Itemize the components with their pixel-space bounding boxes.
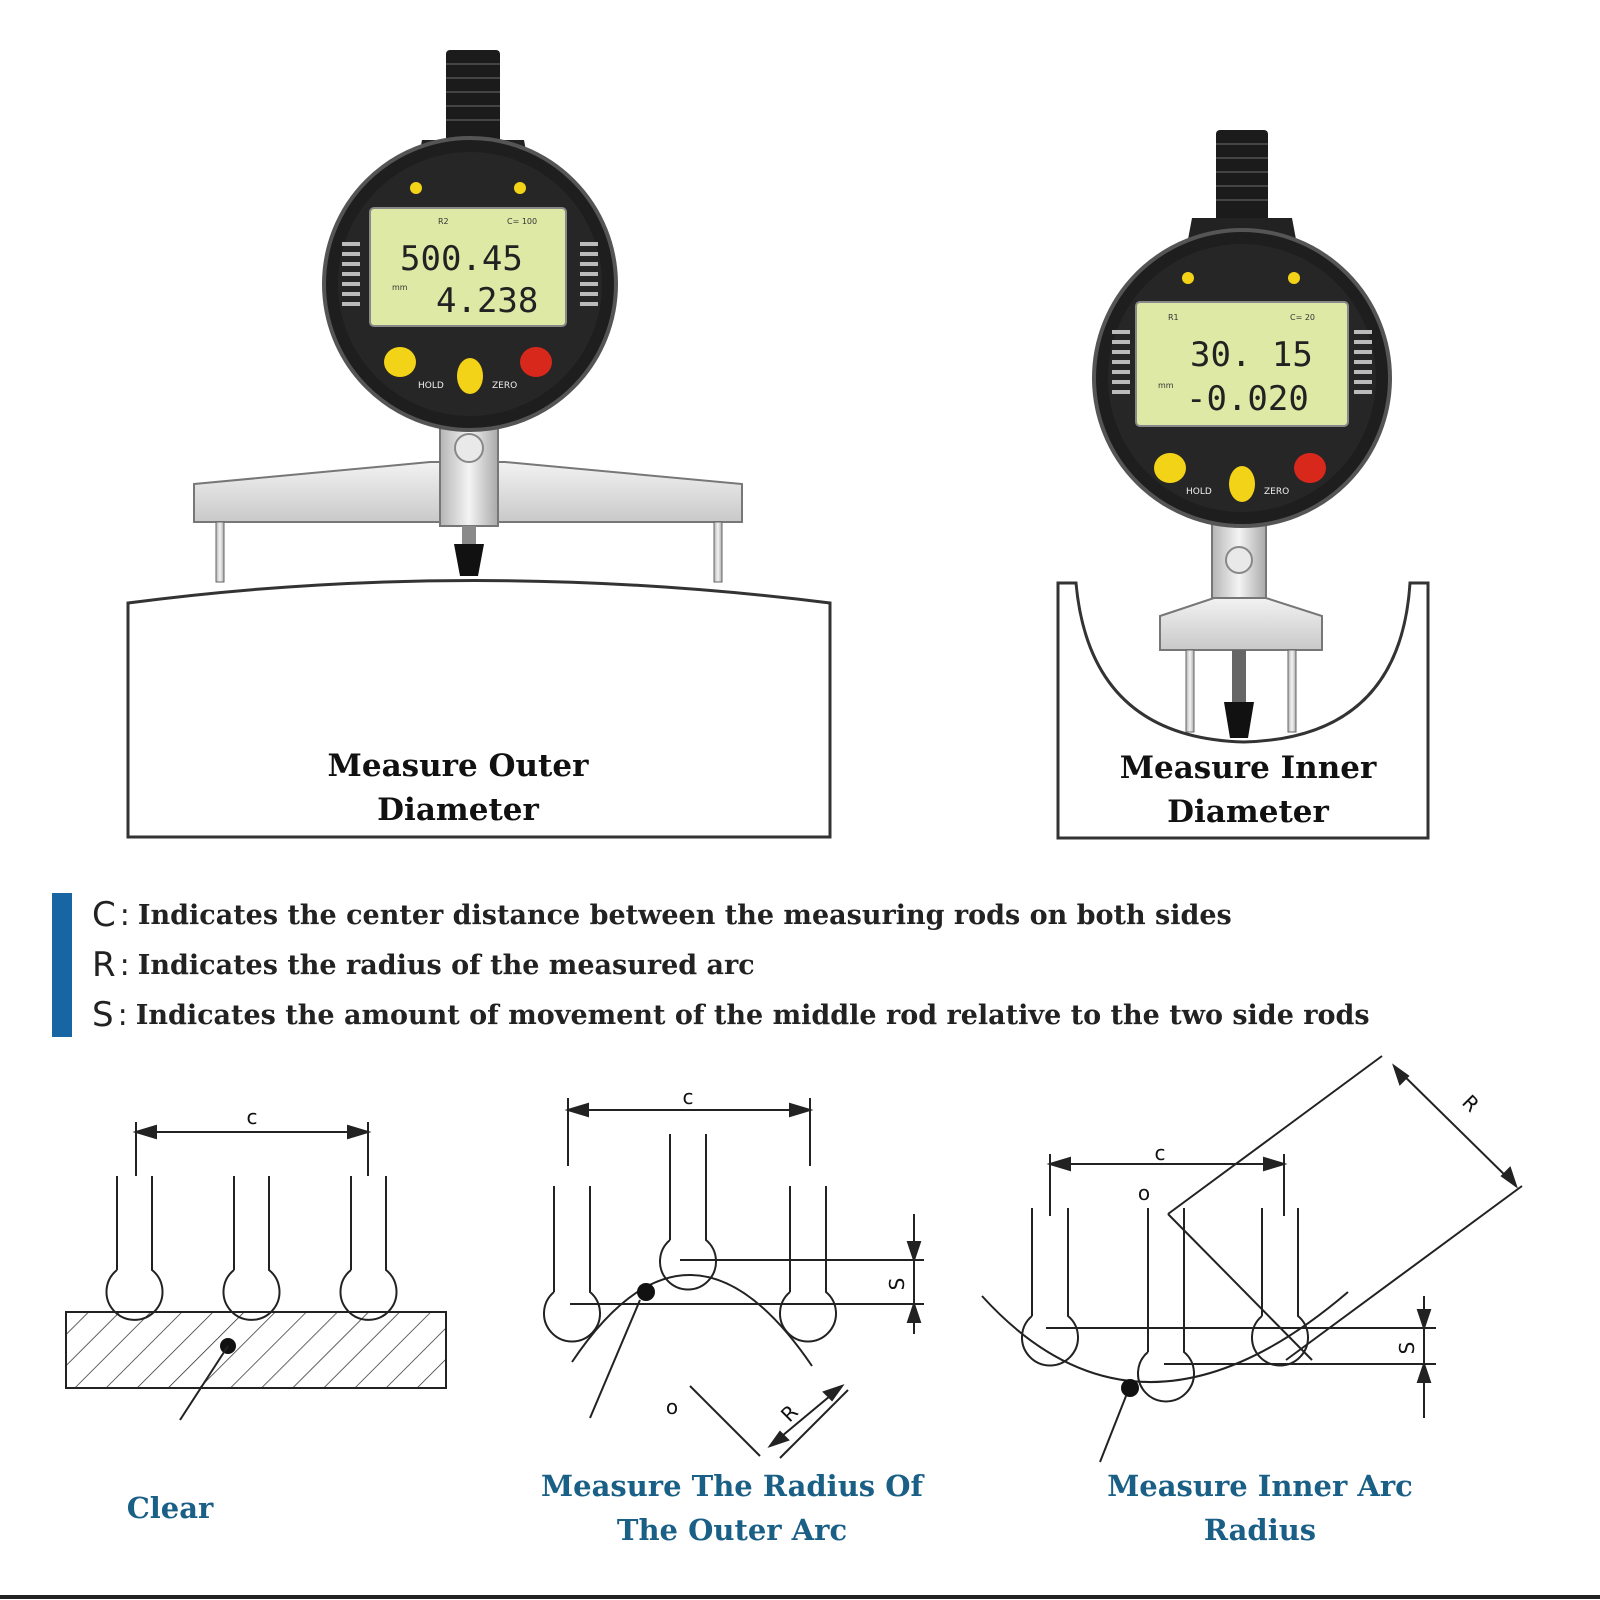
inner-collar-screw	[1225, 546, 1253, 574]
diagram-outer-arc	[543, 1098, 924, 1459]
inner-display-bottom: -0.020	[1186, 379, 1309, 419]
inner-indicator-dot-left	[1182, 272, 1194, 284]
clear-rod-right	[339, 1176, 398, 1321]
legend-item-s: S : Indicates the amount of movement of …	[92, 993, 1370, 1037]
diagram-inner-arc	[981, 1055, 1523, 1463]
outer-indicator-dot-left	[410, 182, 422, 194]
inner-arc-c-label: c	[1155, 1141, 1166, 1165]
legend-key: C	[92, 895, 116, 935]
outer-caption-line2: Diameter	[377, 792, 539, 828]
outer-display-bottom: 4.238	[436, 281, 538, 321]
inner-arc-caption-line1: Measure Inner Arc	[1107, 1469, 1413, 1503]
inner-arc-o-label: o	[1138, 1181, 1150, 1205]
outer-mode-button[interactable]	[457, 358, 483, 394]
inner-zero-label: ZERO	[1264, 487, 1289, 497]
outer-arc-caption-line2: The Outer Arc	[617, 1513, 847, 1547]
outer-lcd-unit: mm	[392, 283, 408, 292]
outer-left-rod	[215, 521, 225, 583]
outer-collar-screw	[454, 433, 484, 463]
outer-arc-o-label: o	[666, 1395, 678, 1419]
inner-hold-label: HOLD	[1186, 487, 1212, 497]
inner-indicator-dot-right	[1288, 272, 1300, 284]
clear-c-label: c	[247, 1105, 258, 1129]
outer-arc-s-label: S	[885, 1278, 909, 1291]
inner-lcd-unit: mm	[1158, 381, 1174, 390]
outer-zero-button[interactable]	[520, 347, 552, 377]
outer-dial-grip	[342, 242, 598, 306]
inner-diameter-panel: R1 C= 20 30. 15 mm -0.020 HOLD ZERO Meas…	[1056, 130, 1430, 840]
legend-item-c: C : Indicates the center distance betwee…	[92, 893, 1232, 937]
legend-key: R	[92, 945, 116, 985]
inner-top-connector	[1216, 130, 1268, 226]
inner-caption-line2: Diameter	[1167, 794, 1329, 830]
inner-middle-tip	[1224, 702, 1254, 738]
inner-mode-button[interactable]	[1229, 466, 1255, 502]
inner-lcd-label-right: C= 20	[1290, 313, 1315, 322]
outer-lcd-label-left: R2	[438, 217, 449, 226]
inner-arc-caption-line2: Radius	[1204, 1513, 1316, 1547]
legend-item-r: R : Indicates the radius of the measured…	[92, 943, 755, 987]
inner-lcd	[1135, 301, 1349, 427]
outer-right-rod	[713, 521, 723, 583]
inner-middle-stem	[1232, 650, 1246, 702]
clear-caption: Clear	[127, 1491, 214, 1525]
outer-arc-rod-middle	[659, 1134, 717, 1291]
inner-arc-rod-middle	[1137, 1208, 1195, 1403]
inner-arc-r-label: R	[1457, 1090, 1484, 1117]
inner-right-rod	[1287, 649, 1297, 733]
outer-top-connector	[446, 50, 500, 150]
clear-block	[65, 1311, 447, 1389]
outer-arc-rod-left	[543, 1186, 601, 1343]
inner-workpiece	[1056, 581, 1430, 840]
inner-arc-s-label: S	[1395, 1342, 1419, 1355]
outer-indicator-dot-right	[514, 182, 526, 194]
outer-middle-stem	[462, 526, 476, 544]
legend-key: S	[92, 995, 114, 1035]
inner-dial-grip	[1112, 330, 1372, 394]
inner-hold-button[interactable]	[1154, 453, 1186, 483]
outer-hold-button[interactable]	[384, 347, 416, 377]
outer-zero-label: ZERO	[492, 381, 517, 391]
outer-display-top: 500.45	[400, 239, 523, 279]
outer-arc-rod-right	[779, 1186, 837, 1343]
inner-zero-button[interactable]	[1294, 453, 1326, 483]
legend-description: Indicates the radius of the measured arc	[137, 949, 755, 981]
diagram-clear	[65, 1122, 447, 1421]
clear-rod-left	[105, 1176, 164, 1321]
inner-arc-surface	[981, 1291, 1349, 1383]
outer-workpiece	[126, 579, 832, 839]
outer-lcd-label-right: C= 100	[507, 217, 537, 226]
inner-arc-rod-right	[1251, 1208, 1309, 1367]
inner-lcd-label-left: R1	[1168, 313, 1179, 322]
outer-caption-line1: Measure Outer	[328, 748, 590, 784]
inner-arc-rod-left	[1021, 1208, 1079, 1367]
legend-description: Indicates the center distance between th…	[137, 899, 1232, 931]
clear-rod-middle	[222, 1176, 281, 1321]
outer-arc-surface	[571, 1274, 813, 1367]
legend-colon: :	[119, 897, 130, 933]
outer-lcd	[369, 207, 567, 327]
legend-accent-bar	[52, 893, 72, 1037]
inner-display-top: 30. 15	[1190, 335, 1313, 375]
outer-diameter-panel: R2 C= 100 500.45 mm 4.238 HOLD ZERO Meas…	[126, 50, 832, 839]
outer-arc-caption-line1: Measure The Radius Of	[541, 1469, 925, 1503]
outer-middle-tip	[454, 544, 484, 576]
outer-hold-label: HOLD	[418, 381, 444, 391]
outer-arc-c-label: c	[683, 1085, 694, 1109]
legend-description: Indicates the amount of movement of the …	[135, 999, 1370, 1031]
legend-colon: :	[119, 947, 130, 983]
legend-colon: :	[117, 997, 128, 1033]
inner-caption-line1: Measure Inner	[1120, 750, 1377, 786]
inner-left-rod	[1185, 649, 1195, 733]
inner-base-bar	[1159, 597, 1323, 651]
